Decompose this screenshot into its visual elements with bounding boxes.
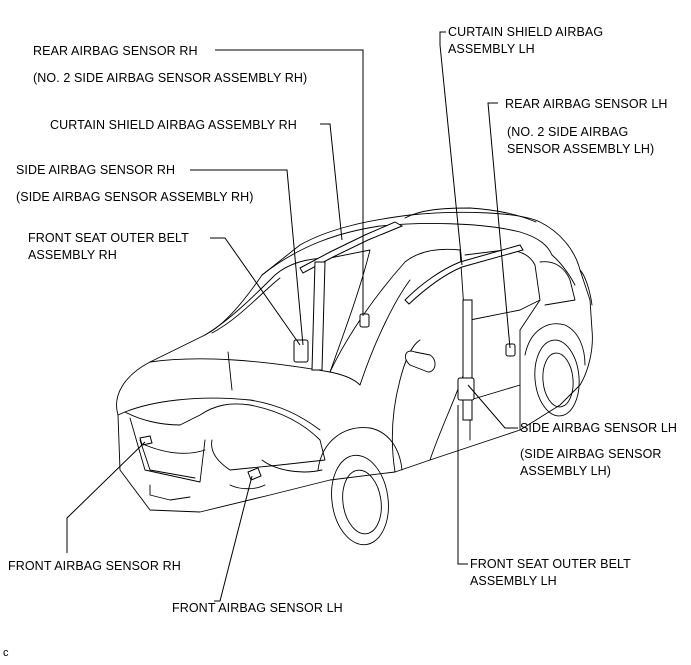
side-sensor-lh-sub-line2: ASSEMBLY LH) — [520, 464, 612, 478]
label-side-airbag-sensor-lh-sub: (SIDE AIRBAG SENSOR ASSEMBLY LH) — [520, 446, 662, 480]
front-belt-rh-line1: FRONT SEAT OUTER BELT — [28, 231, 189, 245]
leader-front-sensor-lh — [214, 475, 253, 602]
side-sensor-rh-subtitle: (SIDE AIRBAG SENSOR ASSEMBLY RH) — [16, 190, 254, 204]
label-curtain-shield-rh: CURTAIN SHIELD AIRBAG ASSEMBLY RH — [50, 117, 297, 134]
side-sensor-lh-sub-line1: (SIDE AIRBAG SENSOR — [520, 447, 662, 461]
rear-sensor-lh-title: REAR AIRBAG SENSOR LH — [505, 97, 668, 111]
label-side-airbag-sensor-rh-sub: (SIDE AIRBAG SENSOR ASSEMBLY RH) — [16, 189, 254, 206]
front-sensor-rh-title: FRONT AIRBAG SENSOR RH — [8, 559, 181, 573]
rear-sensor-lh-sub-line2: SENSOR ASSEMBLY LH) — [507, 142, 655, 156]
label-rear-airbag-sensor-rh: REAR AIRBAG SENSOR RH — [33, 43, 198, 60]
label-front-airbag-sensor-lh: FRONT AIRBAG SENSOR LH — [172, 600, 343, 617]
front-belt-lh-line1: FRONT SEAT OUTER BELT — [470, 557, 631, 571]
rear-airbag-sensor-rh-part — [359, 313, 370, 328]
leader-curtain-rh — [320, 123, 343, 241]
front-belt-rh-part — [311, 261, 326, 371]
curtain-rh-title: CURTAIN SHIELD AIRBAG ASSEMBLY RH — [50, 118, 297, 132]
label-rear-airbag-sensor-rh-sub: (NO. 2 SIDE AIRBAG SENSOR ASSEMBLY RH) — [33, 70, 307, 87]
curtain-lh-line1: CURTAIN SHIELD AIRBAG — [448, 25, 604, 39]
label-rear-airbag-sensor-lh: REAR AIRBAG SENSOR LH — [505, 96, 668, 113]
front-belt-lh-part — [462, 299, 473, 421]
curtain-shield-airbag-lh-part — [404, 244, 524, 305]
label-front-seat-belt-lh: FRONT SEAT OUTER BELT ASSEMBLY LH — [470, 556, 631, 590]
front-sensor-lh-title: FRONT AIRBAG SENSOR LH — [172, 601, 343, 615]
side-airbag-sensor-rh-part — [293, 339, 309, 363]
front-airbag-sensor-lh-part — [247, 467, 262, 481]
side-airbag-sensor-lh-part — [457, 377, 475, 401]
label-front-airbag-sensor-rh: FRONT AIRBAG SENSOR RH — [8, 558, 181, 575]
leader-lines — [66, 31, 518, 602]
curtain-shield-airbag-rh-part — [299, 221, 404, 274]
label-rear-airbag-sensor-lh-sub: (NO. 2 SIDE AIRBAG SENSOR ASSEMBLY LH) — [507, 124, 654, 158]
label-curtain-shield-lh: CURTAIN SHIELD AIRBAG ASSEMBLY LH — [448, 24, 603, 58]
label-front-seat-belt-rh: FRONT SEAT OUTER BELT ASSEMBLY RH — [28, 230, 189, 264]
leader-rear-sensor-lh — [487, 102, 511, 349]
front-belt-lh-line2: ASSEMBLY LH — [470, 574, 557, 588]
label-side-airbag-sensor-rh: SIDE AIRBAG SENSOR RH — [16, 162, 175, 179]
front-belt-rh-line2: ASSEMBLY RH — [28, 248, 117, 262]
rear-sensor-rh-title: REAR AIRBAG SENSOR RH — [33, 44, 198, 58]
rear-sensor-lh-sub-line1: (NO. 2 SIDE AIRBAG — [507, 125, 629, 139]
front-airbag-sensor-rh-part — [139, 435, 153, 446]
leader-front-sensor-rh — [66, 441, 146, 553]
curtain-lh-line2: ASSEMBLY LH — [448, 42, 535, 56]
leader-side-sensor-rh — [190, 169, 304, 346]
leader-side-sensor-lh — [467, 384, 518, 429]
leader-front-belt-lh — [457, 405, 468, 565]
label-side-airbag-sensor-lh: SIDE AIRBAG SENSOR LH — [520, 420, 677, 437]
leader-rear-sensor-rh — [215, 49, 364, 316]
rear-sensor-rh-subtitle: (NO. 2 SIDE AIRBAG SENSOR ASSEMBLY RH) — [33, 71, 308, 85]
side-sensor-lh-title: SIDE AIRBAG SENSOR LH — [520, 421, 678, 435]
side-sensor-rh-title: SIDE AIRBAG SENSOR RH — [16, 163, 176, 177]
rear-airbag-sensor-lh-part — [505, 343, 516, 357]
figure-code: C — [3, 645, 9, 662]
figure-code-text: C — [3, 647, 9, 659]
leader-front-belt-rh — [210, 237, 301, 346]
leader-curtain-lh — [439, 31, 463, 266]
